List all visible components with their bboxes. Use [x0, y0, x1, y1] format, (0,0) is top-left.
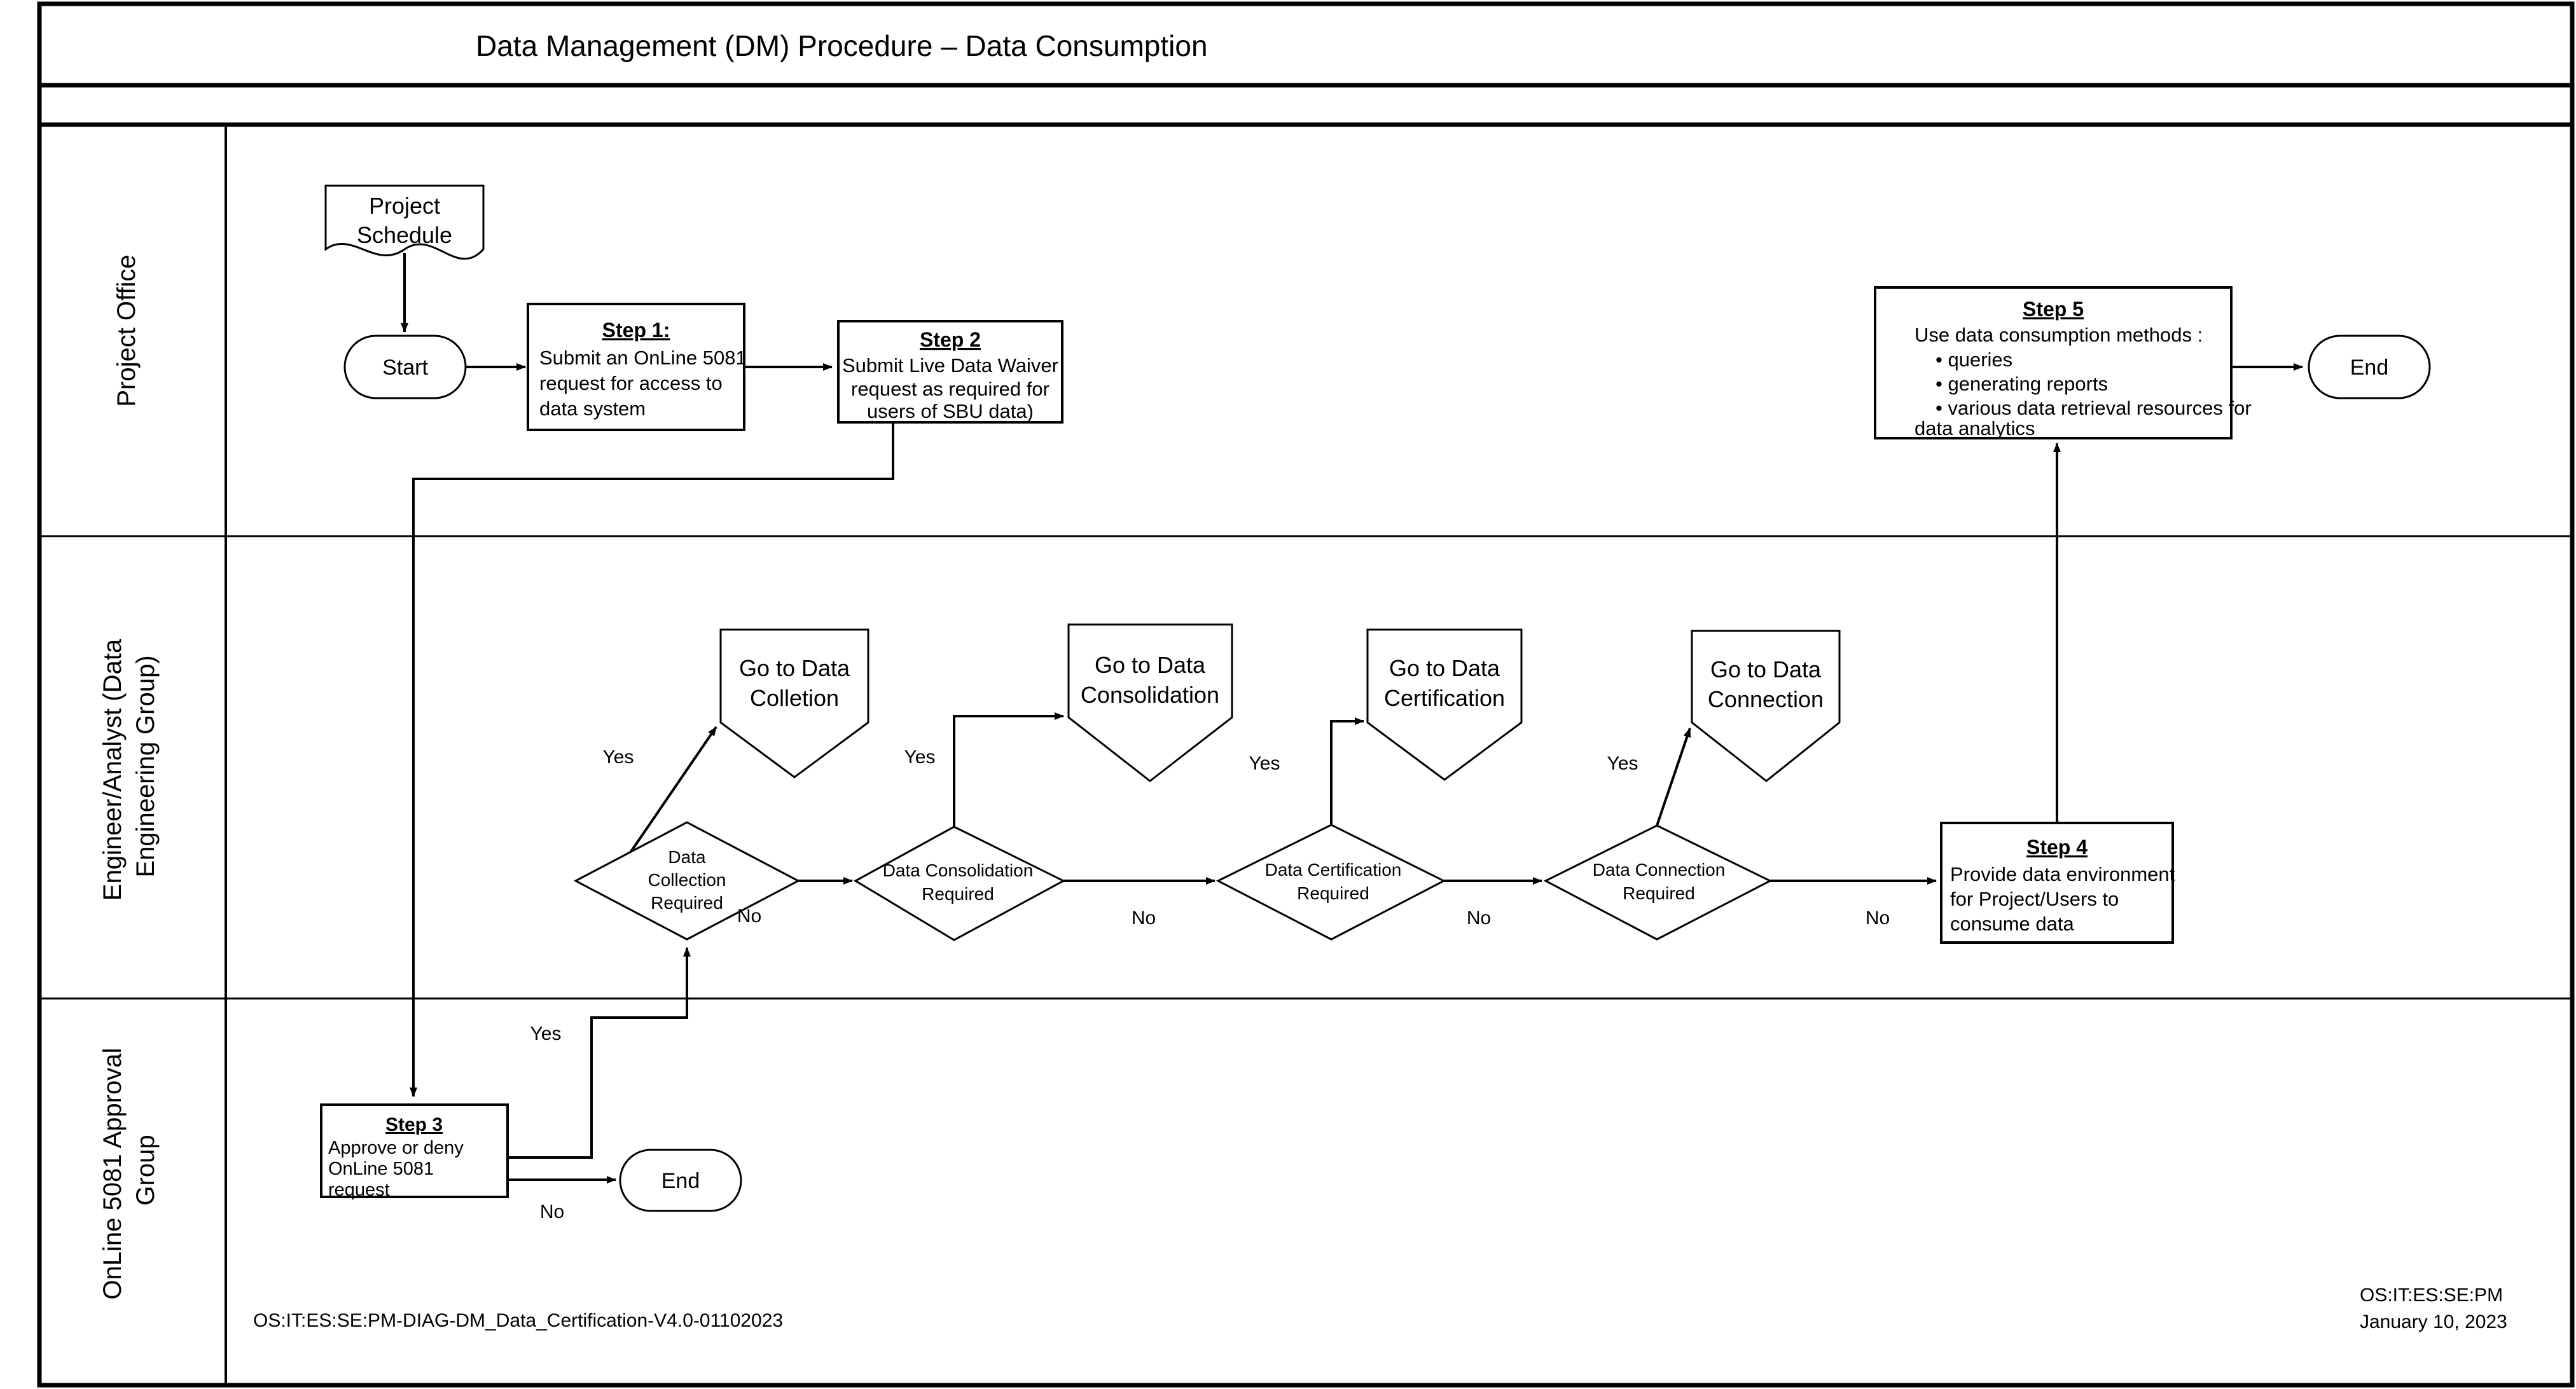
decision-certification-line1: Data Certification	[1265, 860, 1402, 880]
step2-line2: request as required for	[851, 378, 1049, 400]
goto-data-connection-line2: Connection	[1708, 686, 1824, 712]
step2-title: Step 2	[920, 328, 981, 351]
decision-consolidation-line2: Required	[922, 884, 994, 904]
swimlane-label-engineer-analyst: Engineer/Analyst (Data Engineering Group…	[99, 632, 160, 901]
swimlane-label-engineer-line2: Engineering Group)	[132, 655, 160, 877]
goto-data-consolidation-line1: Go to Data	[1095, 652, 1206, 678]
step2-line1: Submit Live Data Waiver	[842, 354, 1058, 377]
step4-box: Step 4 Provide data environment for Proj…	[1940, 822, 2175, 944]
goto-data-connection-shape: Go to Data Connection	[1691, 630, 1841, 782]
step1-line2: request for access to	[539, 372, 723, 394]
step1-line1: Submit an OnLine 5081	[539, 347, 747, 369]
step5-bullet1: • queries	[1935, 349, 2012, 371]
decision-consolidation-line1: Data Consolidation	[883, 860, 1034, 880]
step5-bullet2: • generating reports	[1935, 373, 2108, 395]
goto-data-connection-line1: Go to Data	[1710, 656, 1822, 682]
step1-title: Step 1:	[602, 319, 670, 342]
start-label: Start	[382, 356, 428, 380]
project-schedule-label-line1: Project	[369, 193, 440, 219]
step2-box: Step 2 Submit Live Data Waiver request a…	[837, 320, 1063, 424]
goto-data-certification-line1: Go to Data	[1389, 655, 1500, 681]
swimlane-label-engineer-line1: Engineer/Analyst (Data	[99, 639, 127, 901]
goto-data-consolidation-line2: Consolidation	[1081, 682, 1219, 708]
step4-line1: Provide data environment	[1950, 863, 2175, 885]
goto-data-certification-line2: Certification	[1384, 685, 1505, 711]
edge-certification-yes	[1330, 717, 1364, 825]
edge-label-connection-no: No	[1866, 908, 1890, 929]
step2-line3: users of SBU data)	[867, 400, 1034, 422]
swimlane-label-online5081-line1: OnLine 5081 Approval	[99, 1048, 127, 1300]
project-schedule-label-line2: Schedule	[357, 222, 452, 248]
end-terminator-bottom: End	[619, 1149, 742, 1212]
step4-title: Step 4	[2026, 836, 2088, 859]
decision-data-connection-required: Data Connection Required	[1543, 824, 1773, 941]
step5-line1: Use data consumption methods :	[1915, 324, 2203, 346]
edge-label-certification-yes: Yes	[1249, 753, 1280, 774]
decision-data-certification-required: Data Certification Required	[1215, 824, 1446, 941]
edge-step2-to-step3	[410, 422, 894, 1097]
step1-box: Step 1: Submit an OnLine 5081 request fo…	[527, 303, 747, 431]
edge-label-approval-no: No	[540, 1201, 564, 1222]
swimlane-label-online5081: OnLine 5081 Approval Group	[99, 1041, 160, 1300]
edge-label-connection-yes: Yes	[1607, 753, 1638, 774]
step3-line1: Approve or deny	[328, 1138, 464, 1158]
edge-approval-yes	[508, 947, 691, 1159]
footer-left-text: OS:IT:ES:SE:PM-DIAG-DM_Data_Certificatio…	[253, 1310, 783, 1331]
end-terminator-top: End	[2308, 335, 2431, 399]
step3-line3: request	[328, 1180, 390, 1200]
step1-line3: data system	[539, 397, 646, 420]
swimlane-label-online5081-line2: Group	[132, 1135, 160, 1205]
step5-title: Step 5	[2023, 298, 2084, 321]
edge-connection-yes	[1656, 728, 1691, 826]
edge-label-consolidation-yes: Yes	[904, 747, 936, 768]
frame-swimlane-body	[37, 122, 2575, 1388]
decision-collection-line2: Collection	[648, 870, 726, 890]
decision-connection-line1: Data Connection	[1593, 860, 1726, 880]
edge-label-collection-yes: Yes	[603, 747, 634, 768]
edge-label-collection-no: No	[737, 906, 761, 927]
project-schedule-document: Project Schedule	[324, 184, 485, 260]
decision-collection-line3: Required	[651, 893, 723, 913]
edge-consolidation-yes	[953, 712, 1064, 827]
goto-data-certification-shape: Go to Data Certification	[1366, 628, 1523, 781]
step4-line2: for Project/Users to	[1950, 888, 2119, 910]
page-title: Data Management (DM) Procedure – Data Co…	[476, 29, 1208, 62]
goto-data-collection-line1: Go to Data	[739, 655, 850, 681]
step5-box: Step 5 Use data consumption methods : • …	[1874, 286, 2252, 439]
step5-line2: data analytics	[1915, 417, 2035, 439]
end-bottom-label: End	[661, 1169, 700, 1193]
decision-data-consolidation-required: Data Consolidation Required	[853, 826, 1066, 941]
edge-collection-yes	[630, 726, 717, 853]
swimlane-label-project-office: Project Office	[113, 254, 141, 406]
decision-collection-line1: Data	[668, 847, 706, 867]
end-top-label: End	[2350, 356, 2389, 380]
edge-label-approval-yes: Yes	[530, 1023, 562, 1044]
step4-line3: consume data	[1950, 913, 2074, 935]
decision-connection-line2: Required	[1623, 883, 1695, 903]
decision-certification-line2: Required	[1297, 883, 1369, 903]
goto-data-consolidation-shape: Go to Data Consolidation	[1067, 623, 1233, 782]
step3-title: Step 3	[385, 1114, 443, 1135]
edge-label-certification-no: No	[1467, 908, 1491, 929]
step5-bullet3: • various data retrieval resources for	[1935, 397, 2252, 419]
edge-label-consolidation-no: No	[1132, 908, 1156, 929]
start-terminator: Start	[343, 335, 467, 399]
goto-data-collection-shape: Go to Data Colletion	[719, 628, 869, 778]
footer-right-line1: OS:IT:ES:SE:PM	[2360, 1285, 2503, 1306]
goto-data-collection-line2: Colletion	[750, 685, 839, 711]
step3-box: Step 3 Approve or deny OnLine 5081 reque…	[320, 1103, 509, 1200]
step3-line2: OnLine 5081	[328, 1159, 434, 1179]
footer-right-line2: January 10, 2023	[2360, 1311, 2507, 1332]
